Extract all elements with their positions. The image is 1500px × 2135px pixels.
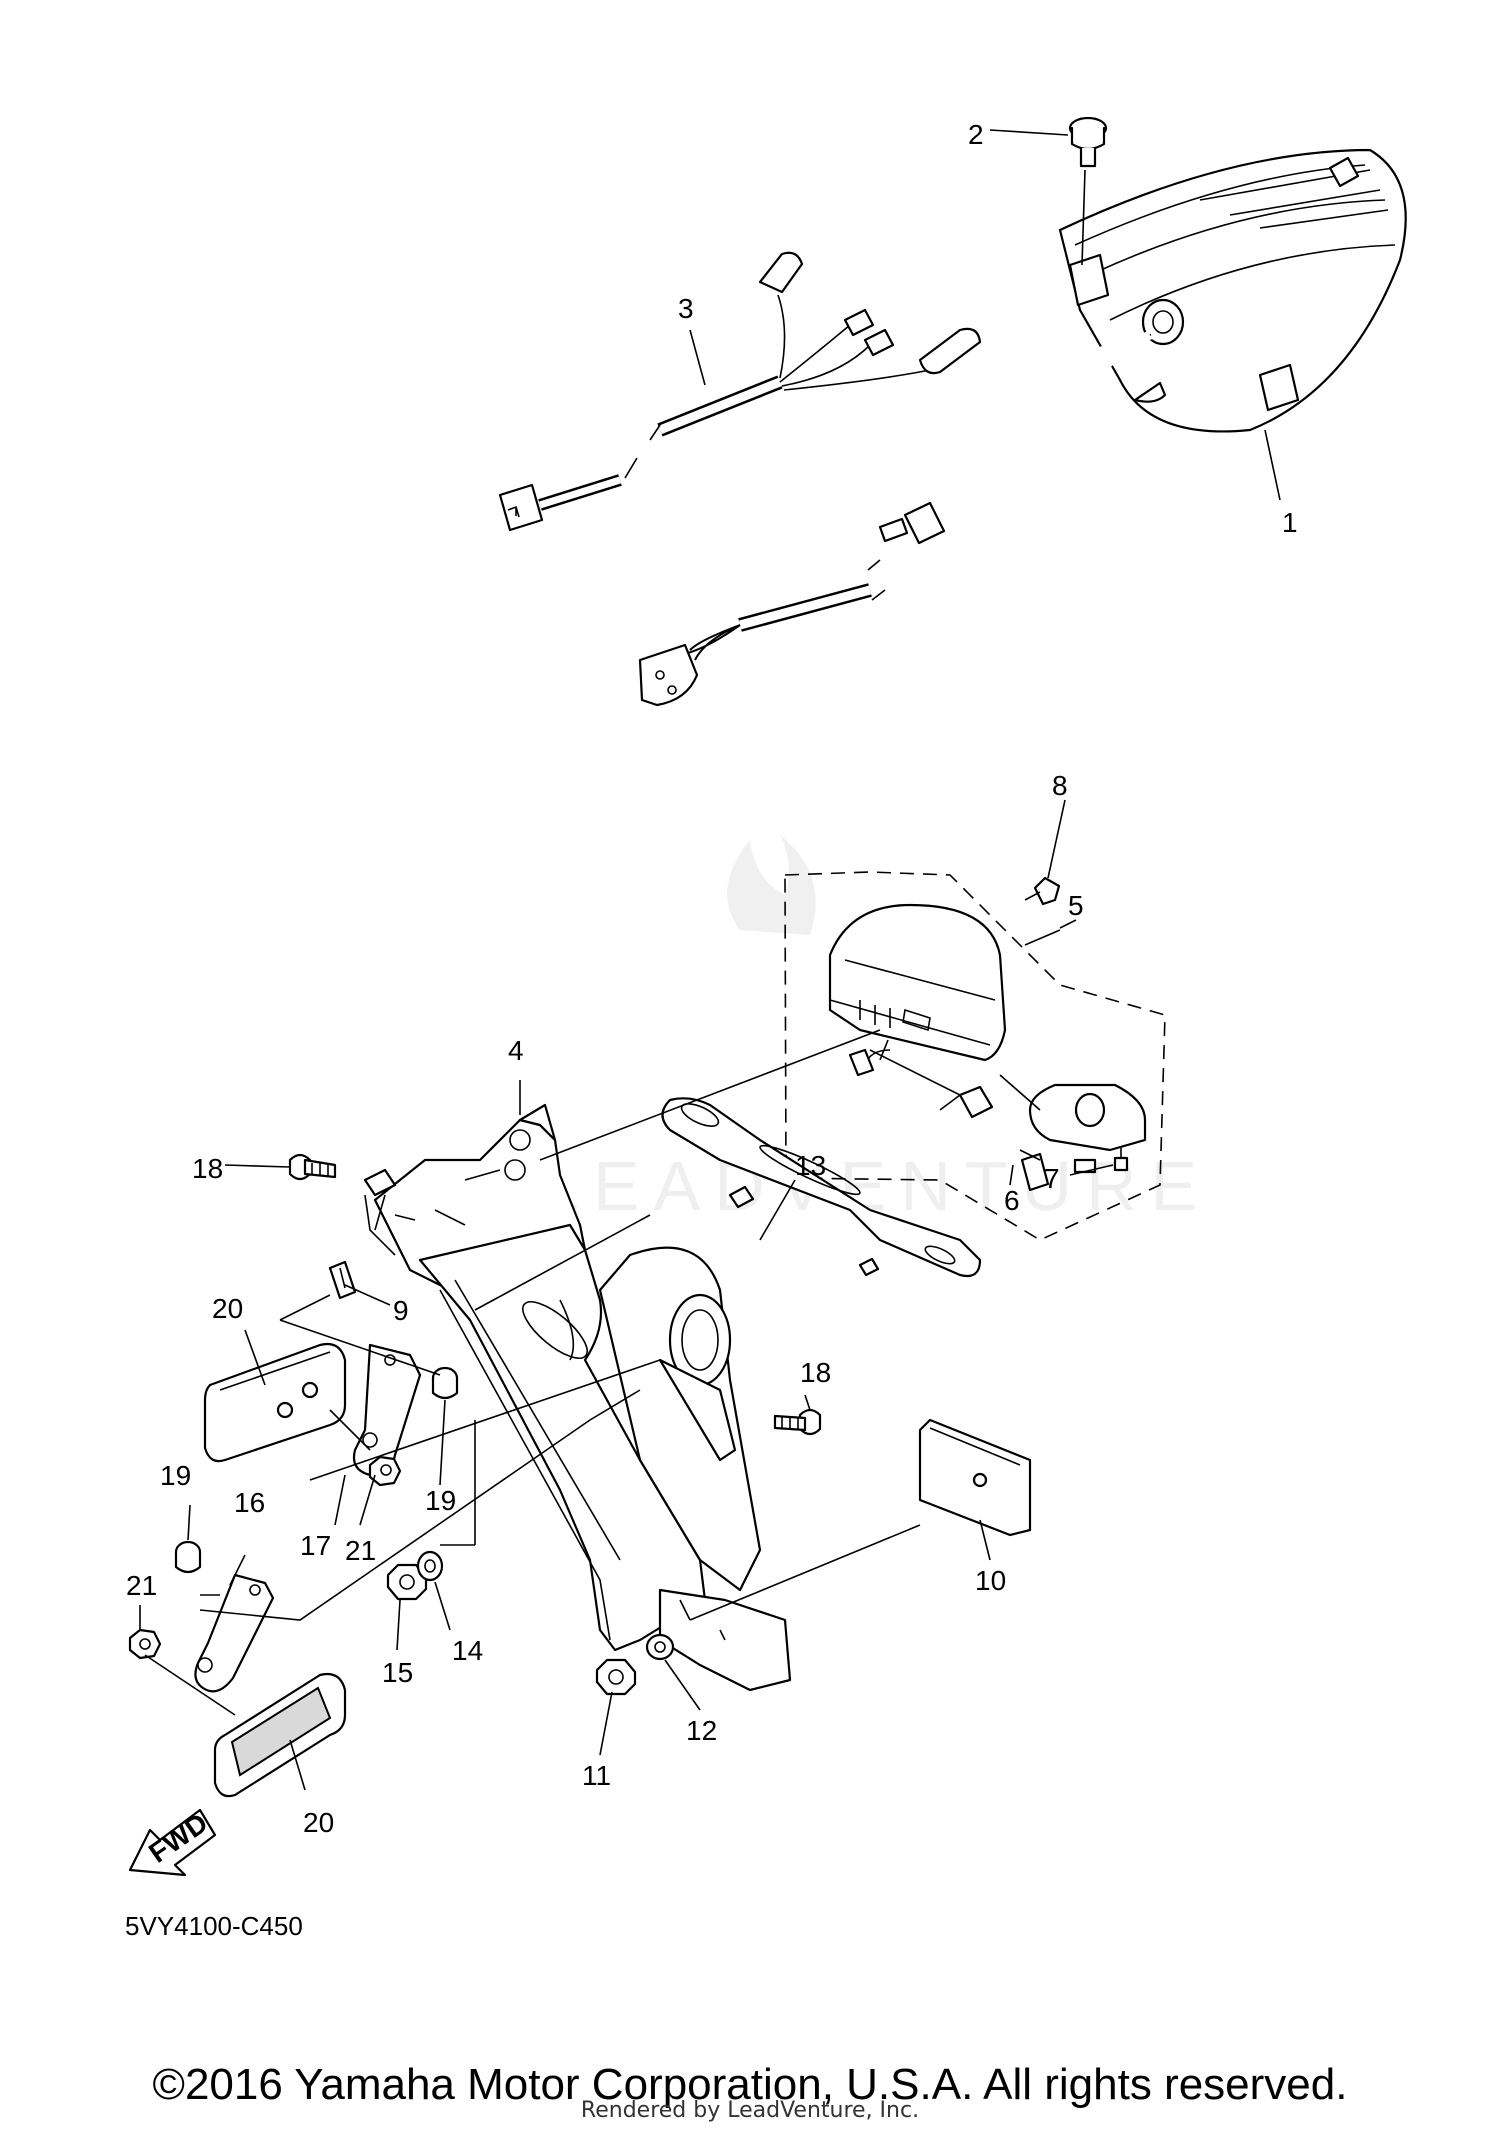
reflector-lower bbox=[213, 1672, 347, 1798]
callout-12: 12 bbox=[686, 1715, 717, 1746]
tail-lamp-assembly bbox=[1058, 148, 1407, 433]
bracket-bolt-lower bbox=[773, 1408, 822, 1436]
collar-lower bbox=[174, 1540, 202, 1574]
diagram-code: 5VY4100-C450 bbox=[125, 1911, 303, 1941]
callout-9: 9 bbox=[393, 1295, 409, 1326]
callout-14: 14 bbox=[452, 1635, 483, 1666]
callout-5: 5 bbox=[1068, 890, 1084, 921]
wire-clip bbox=[328, 1260, 357, 1300]
nut-upper bbox=[368, 1455, 402, 1487]
reflector-bracket-lower bbox=[194, 1573, 275, 1693]
tail-lamp-cable bbox=[638, 330, 1152, 707]
callout-16: 16 bbox=[234, 1487, 265, 1518]
callout-21-upper: 21 bbox=[345, 1535, 376, 1566]
sub-wire-harness bbox=[498, 251, 982, 532]
callout-10: 10 bbox=[975, 1565, 1006, 1596]
lens-screw bbox=[1068, 116, 1108, 266]
callout-19-upper: 19 bbox=[425, 1485, 456, 1516]
callout-13: 13 bbox=[795, 1150, 826, 1181]
callout-18-upper: 18 bbox=[192, 1153, 223, 1184]
callout-2: 2 bbox=[968, 119, 984, 150]
washer-12 bbox=[645, 1633, 675, 1661]
light-bracket-screw bbox=[1113, 1148, 1129, 1172]
washer-14 bbox=[416, 1550, 444, 1582]
rear-fender-bracket bbox=[363, 1103, 792, 1692]
license-light-screw bbox=[1024, 799, 1066, 906]
callout-4: 4 bbox=[508, 1035, 524, 1066]
bracket-bolt-upper bbox=[288, 1153, 337, 1181]
callout-19-lower: 19 bbox=[160, 1460, 191, 1491]
callout-1: 1 bbox=[1282, 507, 1298, 538]
callout-18-lower: 18 bbox=[800, 1357, 831, 1388]
callout-8: 8 bbox=[1052, 770, 1068, 801]
bulb-socket-wire bbox=[848, 1039, 994, 1119]
leader-lines bbox=[139, 129, 1281, 1791]
nut-11 bbox=[595, 1658, 637, 1696]
callout-11: 11 bbox=[582, 1760, 611, 1791]
reflector-rear bbox=[918, 1418, 1032, 1537]
collar-upper bbox=[431, 1366, 459, 1400]
license-plate-bracket bbox=[661, 1097, 982, 1278]
rendered-by-notice: Rendered by LeadVenture, Inc. bbox=[580, 2098, 920, 2123]
license-light-bulb bbox=[1020, 1152, 1050, 1192]
license-light-assembly bbox=[828, 903, 1147, 1174]
callout-3: 3 bbox=[678, 293, 694, 324]
copyright-notice: ©2016 Yamaha Motor Corporation, U.S.A. A… bbox=[152, 2060, 1348, 2109]
callout-15: 15 bbox=[382, 1657, 413, 1688]
nut-lower bbox=[128, 1628, 162, 1660]
forward-arrow-icon: FWD bbox=[128, 1807, 217, 1877]
callout-20-lower: 20 bbox=[303, 1807, 334, 1838]
nut-15 bbox=[386, 1563, 428, 1601]
callout-17: 17 bbox=[300, 1530, 331, 1561]
callout-6: 6 bbox=[1004, 1185, 1020, 1216]
callout-20-upper: 20 bbox=[212, 1293, 243, 1324]
reflector-upper bbox=[203, 1342, 347, 1463]
callout-7: 7 bbox=[1044, 1163, 1060, 1194]
license-light-group-outline bbox=[784, 871, 1166, 1241]
callout-21-lower: 21 bbox=[126, 1570, 157, 1601]
